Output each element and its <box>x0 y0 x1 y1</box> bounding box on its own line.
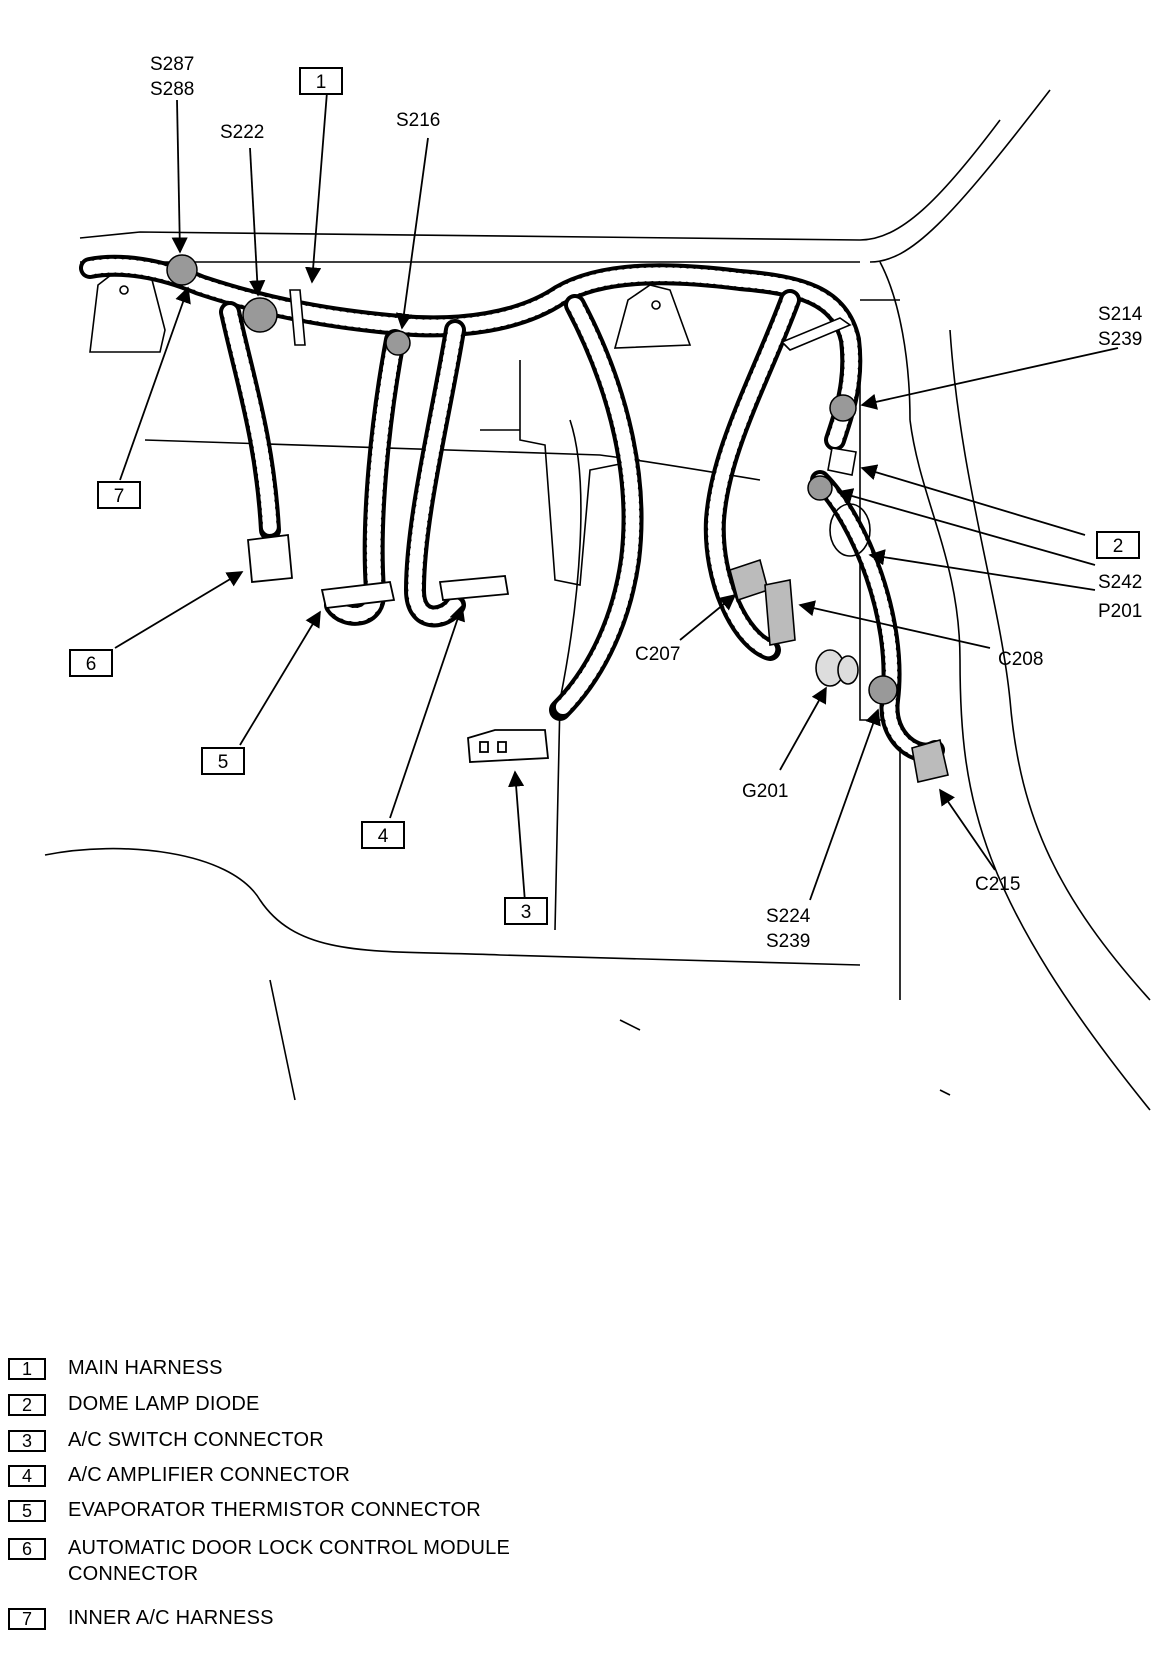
legend-label: AUTOMATIC DOOR LOCK CONTROL MODULE CONNE… <box>68 1537 511 1585</box>
splice-s287-s288 <box>166 254 198 286</box>
label-c207: C207 <box>635 644 680 665</box>
inner-ac-harness-branches <box>219 289 945 763</box>
connector-5-block <box>320 581 396 609</box>
center-mounting-bracket <box>480 284 692 586</box>
label-s242: S242 <box>1098 572 1142 593</box>
svg-text:5: 5 <box>218 752 229 773</box>
legend-label: DOME LAMP DIODE <box>68 1393 260 1415</box>
callout-labels: S287 S288 S222 S216 S214 S239 S242 P201 … <box>150 54 1143 952</box>
connector-3-block <box>467 729 549 763</box>
label-g201: G201 <box>742 781 788 802</box>
label-c208: C208 <box>998 649 1043 670</box>
legend-item: 6 AUTOMATIC DOOR LOCK CONTROL MODULE CON… <box>8 1537 588 1587</box>
svg-text:7: 7 <box>114 486 125 507</box>
splice-s216 <box>385 330 411 356</box>
legend-number: 1 <box>8 1358 46 1380</box>
vehicle-body-outline <box>44 89 1151 1111</box>
label-c215: C215 <box>975 874 1020 895</box>
splice-s242 <box>807 475 833 501</box>
main-harness <box>79 254 863 451</box>
label-s239-top: S239 <box>1098 329 1142 350</box>
svg-text:6: 6 <box>86 654 97 675</box>
dome-lamp-diode <box>827 447 871 557</box>
svg-text:4: 4 <box>378 826 389 847</box>
legend-number: 4 <box>8 1465 46 1487</box>
legend-item: 4 A/C AMPLIFIER CONNECTOR <box>8 1464 588 1488</box>
svg-text:1: 1 <box>316 72 327 93</box>
connector-4-block <box>438 575 510 601</box>
label-s287: S287 <box>150 54 194 75</box>
ground-g201 <box>815 649 859 687</box>
legend-label: MAIN HARNESS <box>68 1357 223 1379</box>
label-s216: S216 <box>396 110 440 131</box>
svg-text:3: 3 <box>521 902 532 923</box>
legend-label: INNER A/C HARNESS <box>68 1607 274 1629</box>
box-1: 1 <box>299 67 343 95</box>
number-boxes: 1 2 3 4 5 6 7 <box>69 67 1140 925</box>
legend-item: 3 A/C SWITCH CONNECTOR <box>8 1429 588 1453</box>
legend-number: 7 <box>8 1608 46 1630</box>
legend-number: 5 <box>8 1500 46 1522</box>
legend-label: EVAPORATOR THERMISTOR CONNECTOR <box>68 1499 481 1521</box>
legend-number: 6 <box>8 1538 46 1560</box>
svg-text:2: 2 <box>1113 536 1124 557</box>
box-5: 5 <box>201 747 245 775</box>
box-4: 4 <box>361 821 405 849</box>
splice-s224-s239 <box>868 675 898 705</box>
tie-straps <box>289 289 852 351</box>
connector-c215 <box>911 738 949 783</box>
splice-points <box>166 254 898 705</box>
label-s239-bottom: S239 <box>766 931 810 952</box>
legend-label: A/C SWITCH CONNECTOR <box>68 1429 324 1451</box>
connector-6-block <box>247 533 293 583</box>
legend-item: 2 DOME LAMP DIODE <box>8 1393 588 1417</box>
legend-label: A/C AMPLIFIER CONNECTOR <box>68 1464 351 1486</box>
legend-item: 7 INNER A/C HARNESS <box>8 1607 588 1631</box>
label-s288: S288 <box>150 79 194 100</box>
box-3: 3 <box>504 897 548 925</box>
box-7: 7 <box>97 481 141 509</box>
splice-s214-s239 <box>829 394 857 422</box>
label-p201: P201 <box>1098 601 1142 622</box>
legend-item: 1 MAIN HARNESS <box>8 1357 588 1381</box>
connector-c207-c208 <box>729 558 796 646</box>
legend-number: 3 <box>8 1430 46 1452</box>
label-s224: S224 <box>766 906 811 927</box>
wiring-harness-diagram: S287 S288 S222 S216 S214 S239 S242 P201 … <box>44 54 1151 1111</box>
box-6: 6 <box>69 649 113 677</box>
label-s222: S222 <box>220 122 264 143</box>
legend-item: 5 EVAPORATOR THERMISTOR CONNECTOR <box>8 1499 588 1523</box>
callout-arrows <box>114 91 1119 903</box>
label-s214: S214 <box>1098 304 1143 325</box>
legend-number: 2 <box>8 1394 46 1416</box>
splice-s222 <box>242 297 278 333</box>
box-2: 2 <box>1096 531 1140 559</box>
